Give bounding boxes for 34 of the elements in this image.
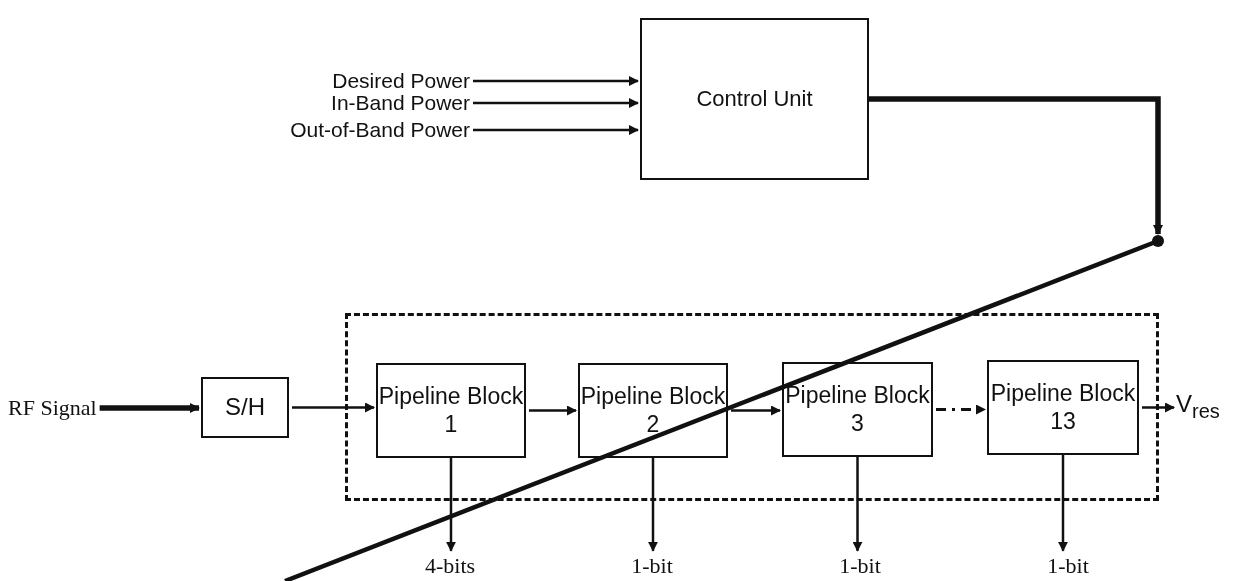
arrow xyxy=(446,458,456,552)
block-label: Control Unit xyxy=(696,85,813,113)
block-box xyxy=(201,377,289,438)
arrow xyxy=(292,402,375,413)
signal-label: 1-bit xyxy=(839,552,881,580)
pipeline-block xyxy=(376,363,526,458)
signal-label: 1-bit xyxy=(631,552,673,580)
arrow xyxy=(99,403,200,413)
pipeline-block xyxy=(987,360,1139,455)
signal-label: V$_{res}$ xyxy=(1176,389,1220,423)
arrow xyxy=(648,458,658,552)
arrow xyxy=(529,405,577,416)
pipeline-block xyxy=(578,363,728,458)
arrow xyxy=(1058,455,1068,552)
dashed-group-box xyxy=(345,313,1159,501)
arrow xyxy=(852,457,863,552)
block-box xyxy=(640,18,869,180)
block-label: Pipeline Block 2 xyxy=(580,382,726,439)
signal-label: RF Signal xyxy=(8,394,97,422)
block-label: Pipeline Block 1 xyxy=(378,382,524,439)
arrow xyxy=(473,76,639,86)
block-label: Pipeline Block 3 xyxy=(784,381,931,438)
arrow xyxy=(473,125,639,135)
signal-label: 4-bits xyxy=(424,552,476,580)
block-label: Pipeline Block 13 xyxy=(989,379,1137,436)
block-label: S/H xyxy=(225,393,265,422)
arrow xyxy=(869,96,1163,235)
arrow xyxy=(1142,402,1175,413)
signal-label: Out-of-Band Power xyxy=(290,117,470,143)
arrow xyxy=(473,98,639,108)
pipeline-block xyxy=(782,362,933,457)
signal-label: 1-bit xyxy=(1047,552,1089,580)
arrow xyxy=(936,404,986,415)
arrow xyxy=(731,405,781,416)
